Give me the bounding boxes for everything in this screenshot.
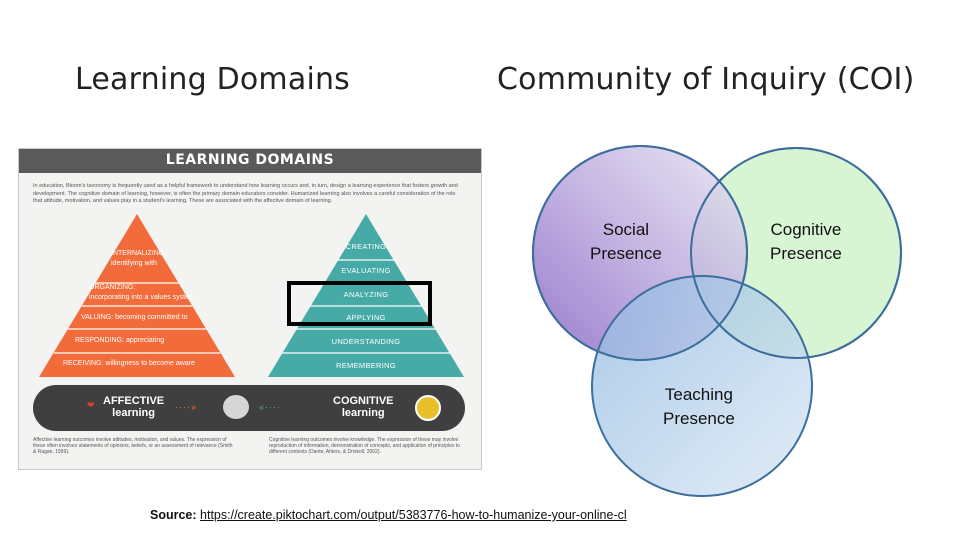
- affective-level-receiving: RECEIVING: willingness to become aware: [63, 359, 195, 369]
- cognitive-level-remembering: REMEMBERING: [306, 361, 426, 370]
- brain-icon: [223, 395, 249, 419]
- affective-level-valuing: VALUING: becoming committed to: [81, 313, 187, 323]
- cognitive-learning-label: COGNITIVE learning: [333, 395, 394, 419]
- affective-footer-text: Affective learning outcomes involve atti…: [33, 437, 233, 456]
- arrow-right-icon: ····»: [175, 402, 197, 412]
- affective-level-internalizing: INTERNALIZING: identifying with: [111, 249, 166, 269]
- heart-icon: ❤: [87, 400, 96, 411]
- learning-domains-heading: Learning Domains: [75, 62, 350, 97]
- cognitive-level-creating: CREATING: [306, 242, 426, 251]
- source-citation: Source: https://create.piktochart.com/ou…: [150, 508, 627, 522]
- affective-level-organizing: ORGANIZING: incorporating into a values …: [89, 283, 195, 303]
- cognitive-level-evaluating: EVALUATING: [306, 266, 426, 275]
- analyzing-applying-highlight-box: [287, 281, 432, 326]
- learning-types-bar: ❤ AFFECTIVE learning ····» «···· COGNITI…: [33, 385, 465, 431]
- source-label: Source:: [150, 508, 197, 522]
- coi-venn-diagram: [520, 140, 940, 505]
- coi-heading: Community of Inquiry (COI): [497, 62, 915, 97]
- affective-level-responding: RESPONDING: appreciating: [75, 336, 164, 346]
- arrow-left-icon: «····: [259, 402, 281, 412]
- source-link[interactable]: https://create.piktochart.com/output/538…: [200, 508, 627, 522]
- affective-learning-label: AFFECTIVE learning: [103, 395, 164, 419]
- head-gear-icon: [415, 395, 441, 421]
- cognitive-level-understanding: UNDERSTANDING: [306, 337, 426, 346]
- cognitive-footer-text: Cognitive learning outcomes involve know…: [269, 437, 469, 456]
